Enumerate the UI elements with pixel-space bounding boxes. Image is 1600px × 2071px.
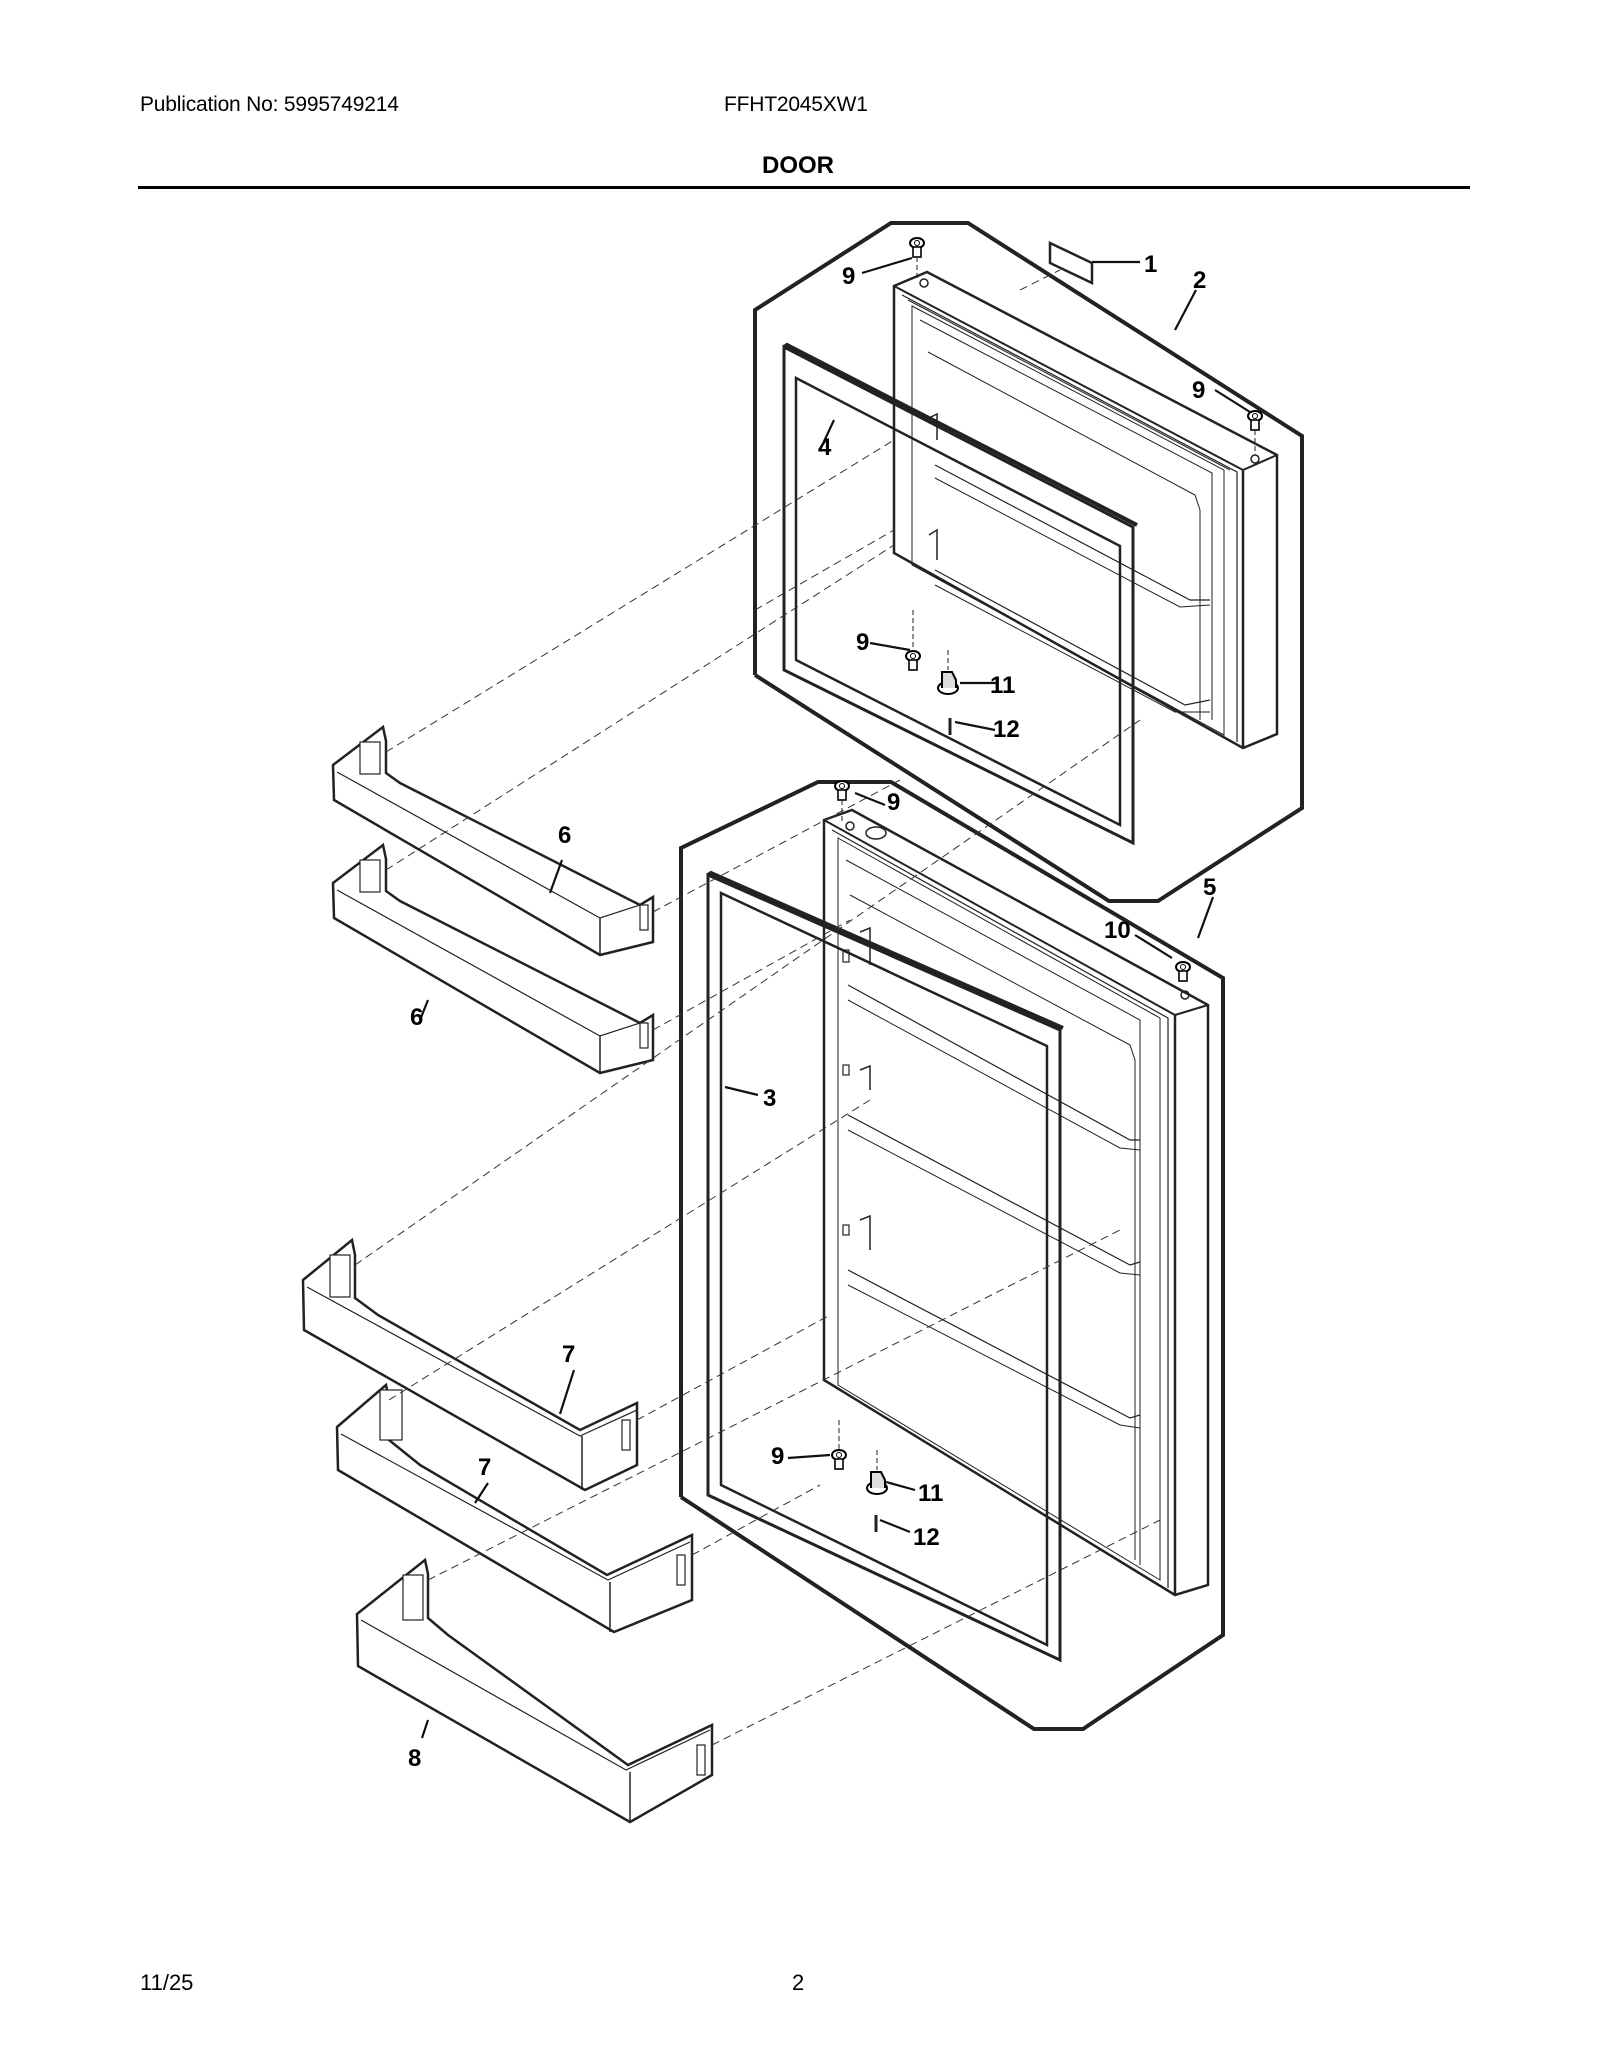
callout-9e: 9	[771, 1443, 784, 1470]
callout-5: 5	[1203, 874, 1216, 901]
door-bins	[301, 724, 714, 1824]
callout-3: 3	[763, 1085, 776, 1112]
fresh-food-door	[822, 808, 1210, 1597]
page-number: 2	[792, 1970, 805, 1995]
callout-9c: 9	[856, 629, 869, 656]
section-title: DOOR	[0, 152, 1600, 180]
callout-7a: 7	[562, 1341, 575, 1368]
freezer-door-group-outline	[753, 221, 1304, 903]
callout-9d: 9	[887, 789, 900, 816]
alignment-lines	[354, 269, 1161, 1746]
callout-12a: 12	[993, 716, 1020, 743]
callout-6b: 6	[410, 1004, 423, 1031]
callout-10: 10	[1104, 917, 1131, 944]
callout-9b: 9	[1192, 377, 1205, 404]
footer-date: 11/25	[140, 1970, 194, 1995]
freezer-door	[892, 270, 1279, 750]
freezer-hardware	[905, 237, 1263, 735]
callout-11b: 11	[918, 1480, 943, 1507]
section-title-text: DOOR	[762, 152, 834, 179]
callout-1: 1	[1144, 251, 1157, 278]
callout-8: 8	[408, 1745, 421, 1772]
fresh-food-door-gasket	[706, 870, 1064, 1663]
leader-lines	[418, 256, 1251, 1739]
door-bin-6-lower	[331, 842, 655, 1075]
fresh-food-door-group-outline	[679, 780, 1225, 1731]
callout-7b: 7	[478, 1454, 491, 1481]
door-bin-6-upper	[331, 724, 655, 957]
publication-number: Publication No: 5995749214	[140, 93, 399, 116]
callout-9a: 9	[842, 263, 855, 290]
door-bin-7-lower	[335, 1382, 694, 1634]
callout-2: 2	[1193, 267, 1206, 294]
door-bin-7-upper	[301, 1237, 639, 1492]
nameplate-label	[1048, 241, 1094, 285]
callout-labels: 1 2 3 4 5 6 6 7 7 8 9 9 9 9 9 10 11 11 1…	[408, 251, 1216, 1772]
callout-6a: 6	[558, 822, 571, 849]
callout-4: 4	[818, 434, 832, 461]
freezer-door-gasket	[782, 342, 1138, 846]
door-bin-8	[355, 1557, 714, 1824]
callout-11a: 11	[990, 672, 1015, 699]
header-rule	[138, 186, 1470, 189]
model-number: FFHT2045XW1	[724, 93, 868, 116]
callout-12b: 12	[913, 1524, 940, 1551]
